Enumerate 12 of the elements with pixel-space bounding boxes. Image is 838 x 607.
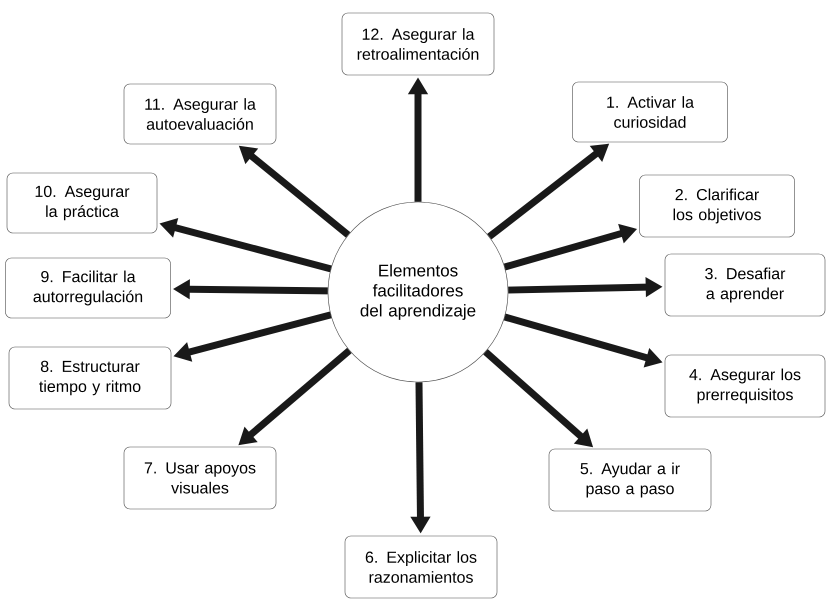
process-box: 11. Asegurar la autoevaluación <box>124 84 276 144</box>
process-box: 12. Asegurar la retroalimentación <box>342 12 494 76</box>
process-box: 9. Facilitar la autorregulación <box>5 258 171 318</box>
process-box: 3. Desafiar a aprender <box>664 254 826 316</box>
process-box: 8. Estructurar tiempo y ritmo <box>8 346 172 410</box>
process-box: 4. Asegurar los prerrequisitos <box>664 354 826 418</box>
process-box: 1. Activar la curiosidad <box>572 82 728 142</box>
process-box: 10. Asegurar la práctica <box>6 172 158 234</box>
process-box: 7. Usar apoyos visuales <box>124 446 276 510</box>
process-box: 5. Ayudar a ir paso a paso <box>548 448 712 512</box>
process-box: 6. Explicitar los razonamientos <box>344 536 498 598</box>
process-box: 2. Clarificar los objetivos <box>639 174 795 238</box>
